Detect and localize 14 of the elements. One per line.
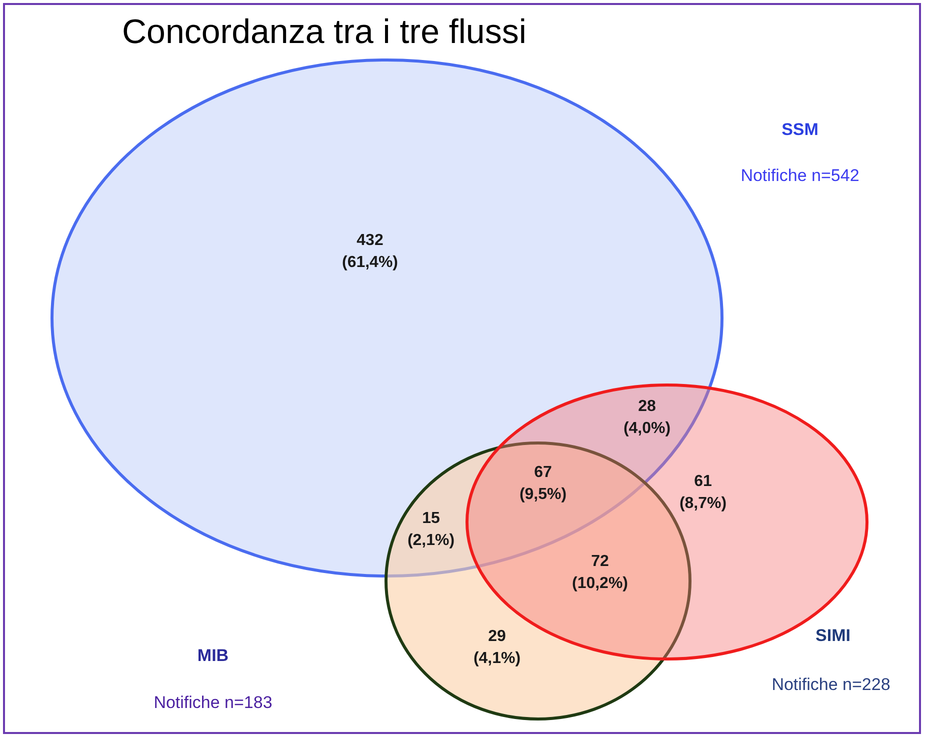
region-value: 15 (2,1%): [406, 509, 456, 551]
set-name: SSM: [782, 120, 818, 140]
region-value: 67 (9,5%): [518, 463, 568, 505]
region-value: 28 (4,0%): [622, 397, 672, 439]
set-count: Notifiche n=183: [154, 693, 272, 713]
region-value: 432 (61,4%): [340, 231, 400, 273]
region-value: 72 (10,2%): [570, 552, 630, 594]
region-value: 29 (4,1%): [472, 627, 522, 669]
region-value: 61 (8,7%): [678, 472, 728, 514]
set-count: Notifiche n=542: [740, 166, 860, 186]
title: Concordanza tra i tre flussi: [122, 12, 526, 52]
set-count: Notifiche n=228: [772, 675, 890, 695]
set-name: SIMI: [816, 626, 850, 646]
set-name: MIB: [197, 646, 229, 666]
